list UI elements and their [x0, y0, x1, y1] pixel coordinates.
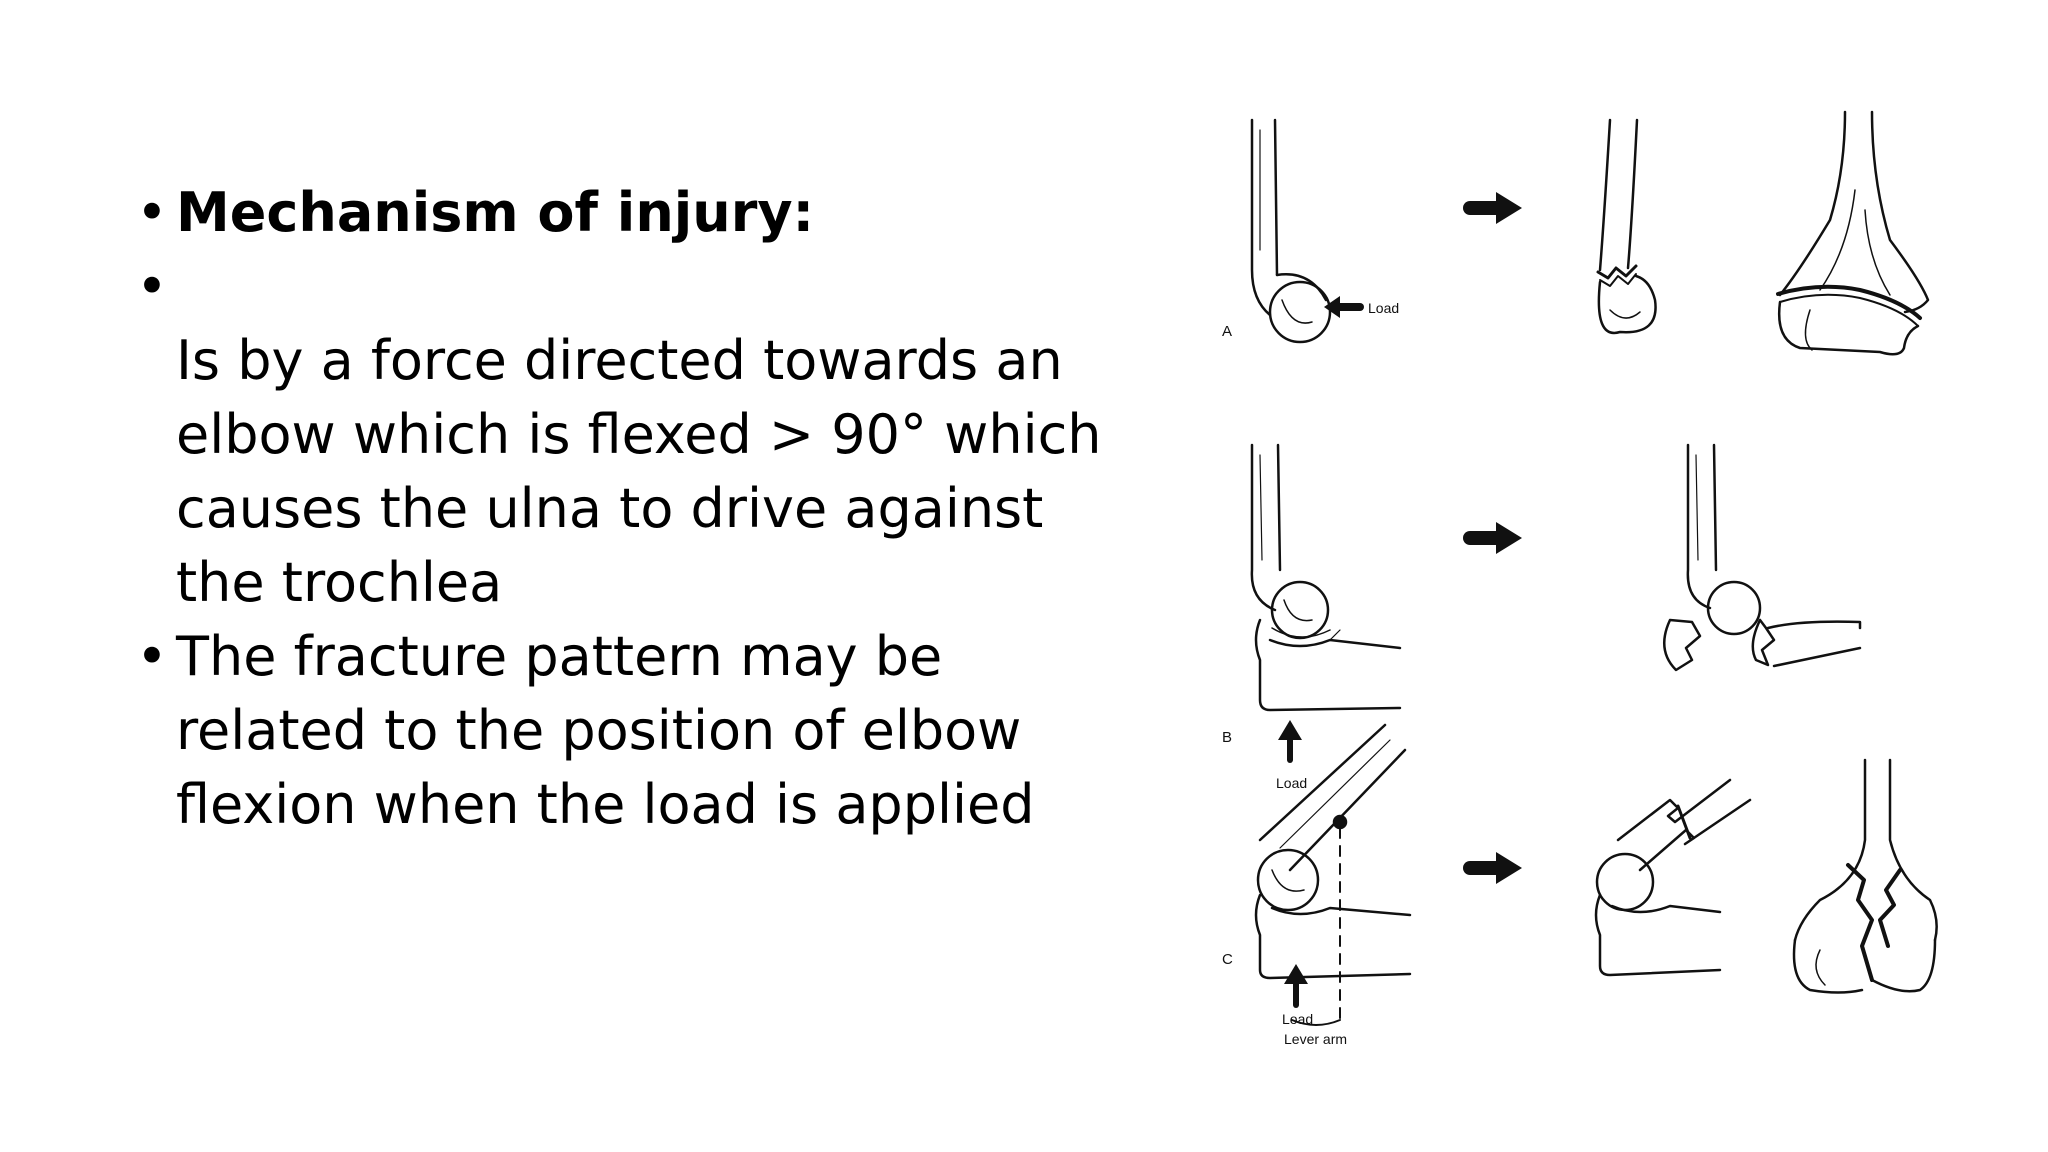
elbow-fracture-illustration: Load A — [1200, 100, 1960, 1060]
load-arrow-icon — [1284, 964, 1308, 984]
illustration-svg: Load A — [1222, 110, 1938, 1047]
fracture-line — [1776, 284, 1922, 320]
fracture-fragment-shape — [1663, 618, 1702, 672]
fracture-line — [1596, 264, 1638, 280]
load-arrow-icon — [1324, 296, 1340, 318]
bullet-list: • Mechanism of injury: • Is by a force d… — [136, 176, 1156, 842]
panel-label: B — [1222, 729, 1232, 746]
load-label: Load — [1368, 300, 1399, 316]
fracture-line — [1846, 863, 1874, 982]
body-line: the trochlea — [176, 551, 503, 614]
lever-arm-label: Lever arm — [1284, 1031, 1347, 1047]
load-label: Load — [1282, 1011, 1313, 1027]
body-line: The fracture pattern may be — [176, 625, 943, 688]
fracture-line — [1878, 868, 1902, 948]
body-line: flexion when the load is applied — [176, 773, 1035, 836]
panel-a: Load A — [1222, 110, 1930, 356]
bullet-fracture-pattern: • The fracture pattern may be related to… — [136, 620, 1156, 842]
panel-label: C — [1222, 951, 1233, 968]
bullet-marker: • — [136, 625, 168, 688]
panel-label: A — [1222, 323, 1232, 340]
load-arrow-icon — [1278, 720, 1302, 740]
body-line: elbow which is flexed > 90° which — [176, 403, 1102, 466]
body-line: related to the position of elbow — [176, 699, 1022, 762]
humerus-shaft-line — [1273, 118, 1279, 277]
bullet-marker: • — [136, 255, 168, 318]
panel-c: Load Lever arm C — [1222, 723, 1938, 1047]
arrow-right-icon — [1496, 852, 1522, 884]
arrow-right-icon — [1496, 192, 1522, 224]
arrow-right-icon — [1496, 522, 1522, 554]
bullet-heading: • Mechanism of injury: — [136, 176, 1156, 250]
heading-text: Mechanism of injury: — [176, 181, 815, 244]
capitellum-shape — [1268, 280, 1332, 344]
pivot-dot — [1332, 814, 1348, 830]
bullet-mechanism: Is by a force directed towards an elbow … — [136, 324, 1156, 620]
humerus-shaft-line — [1250, 118, 1272, 317]
body-line: causes the ulna to drive against — [176, 477, 1044, 540]
panel-b: Load B — [1222, 443, 1862, 791]
load-label: Load — [1276, 775, 1307, 791]
bullet-empty: • — [136, 250, 1156, 324]
bullet-marker: • — [136, 181, 168, 244]
fracture-line — [1676, 804, 1692, 840]
fracture-fragment-shape — [1751, 618, 1776, 667]
body-line: Is by a force directed towards an — [176, 329, 1063, 392]
